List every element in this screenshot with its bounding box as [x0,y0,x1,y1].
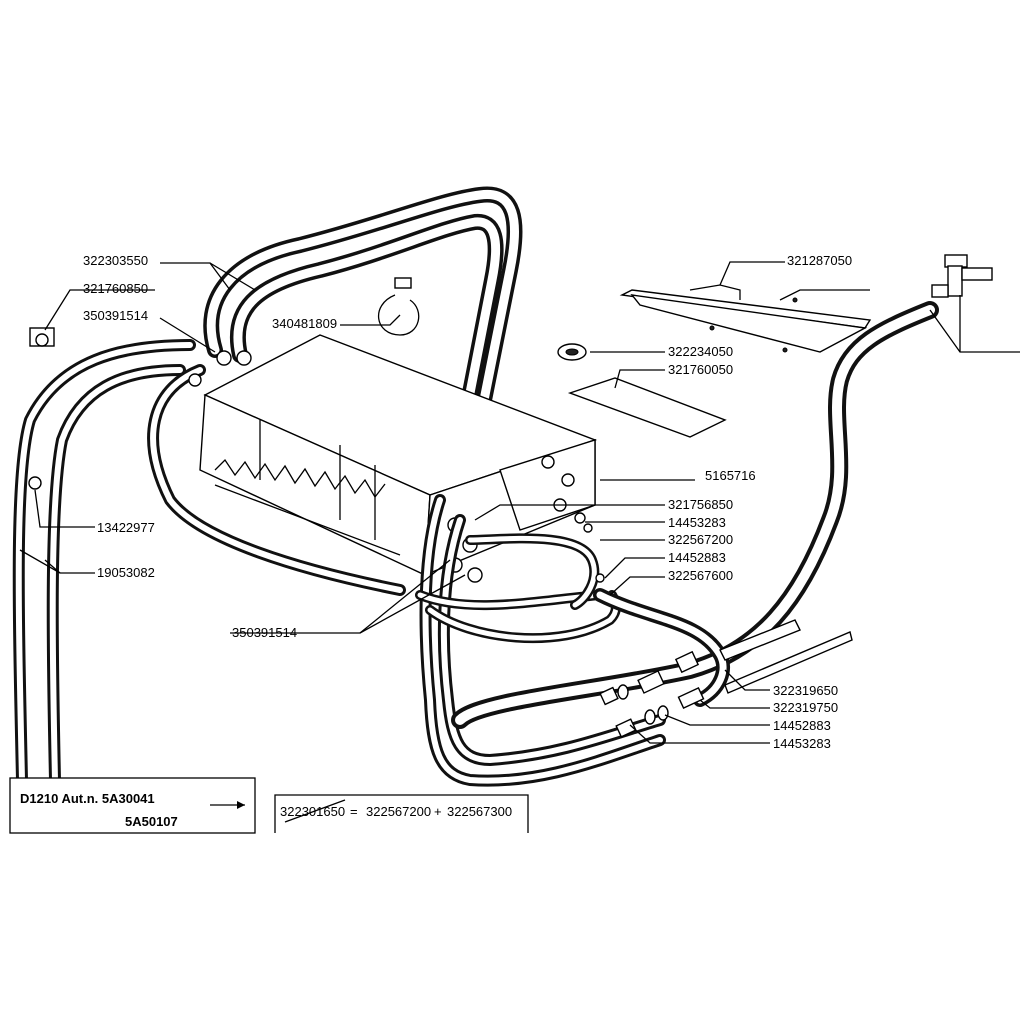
part-label-322319750: 322319750 [773,700,838,715]
new-part-a: 322567200 [366,804,431,819]
part-label-321756850: 321756850 [668,497,733,512]
part-number-labels: 322303550 321760850 350391514 340481809 … [83,253,852,751]
leader-lines [19,261,1020,744]
part-label-13422977: 13422977 [97,520,155,535]
part-label-14453283-top: 14453283 [668,515,726,530]
part-label-321760850: 321760850 [83,281,148,296]
pipe-fittings [574,512,853,738]
strike-line [284,799,346,823]
supply-return-hoses [415,494,666,787]
part-label-350391514-bottom: 350391514 [232,625,297,640]
seal-and-plate [557,343,727,438]
part-label-322234050: 322234050 [668,344,733,359]
part-label-14452883-top: 14452883 [668,550,726,565]
small-clip [28,476,42,490]
part-label-14453283-bottom: 14453283 [773,736,831,751]
part-label-19053082: 19053082 [97,565,155,580]
part-label-322567200: 322567200 [668,532,733,547]
plus-sign: + [434,804,442,819]
replacement-box: 322301650 = 322567200 + 322567300 [274,794,529,833]
part-label-340481809: 340481809 [272,316,337,331]
arrow-right-icon [237,801,245,809]
part-label-14452883-bottom: 14452883 [773,718,831,733]
clamp-ring [378,277,420,336]
part-label-321760050: 321760050 [668,362,733,377]
part-label-322319650: 322319650 [773,683,838,698]
equals-sign: = [350,804,358,819]
heater-fins [214,458,401,556]
part-label-5165716: 5165716 [705,468,756,483]
model-box: D1210 Aut.n. 5A30041 5A50107 [9,777,256,834]
new-part-b: 322567300 [447,804,512,819]
right-long-hose [451,301,939,729]
part-label-321287050: 321287050 [787,253,852,268]
model-box-line1: D1210 Aut.n. 5A30041 [20,791,155,806]
shutoff-valve [931,254,993,298]
heater-hose-loop [203,186,523,478]
hose-clip [29,327,55,347]
part-label-322303550: 322303550 [83,253,148,268]
model-box-line2: 5A50107 [125,814,178,829]
part-label-322567600: 322567600 [668,568,733,583]
left-long-hoses [12,339,406,786]
part-label-350391514-top: 350391514 [83,308,148,323]
mounting-bracket [619,284,872,353]
